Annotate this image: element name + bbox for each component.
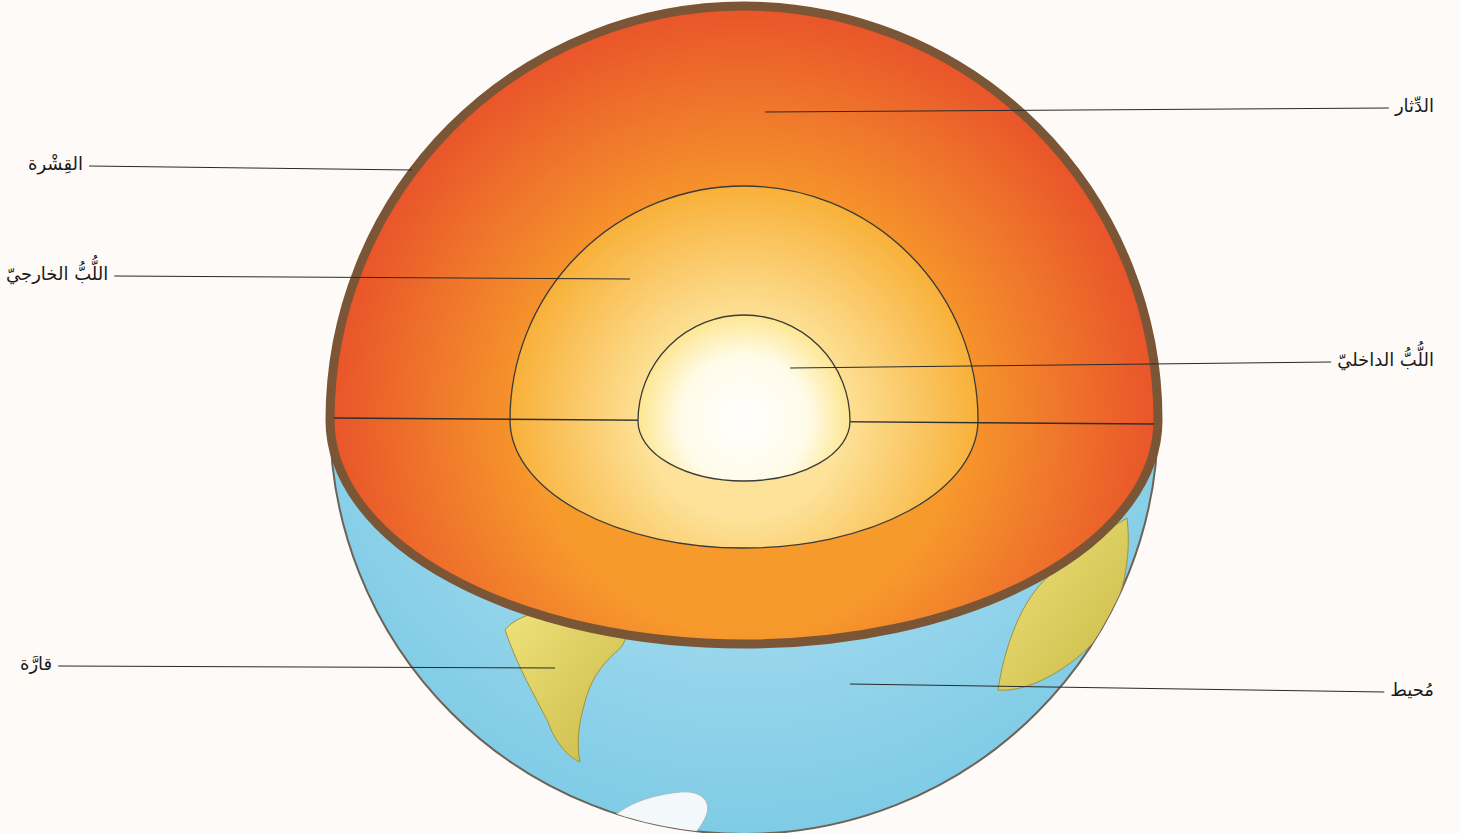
leader-line <box>89 166 412 170</box>
layer-label: الدِّثار <box>1395 94 1434 117</box>
leader-line <box>58 666 555 668</box>
layer-label: اللُّبُّ الداخليّ <box>1337 348 1434 371</box>
ocean-globe <box>330 6 1158 833</box>
layer-label: قارَّة <box>20 652 52 675</box>
layer-label: مُحيط <box>1390 678 1434 701</box>
inner-core-section <box>638 315 850 481</box>
leader-line <box>790 362 1331 368</box>
layer-label: القِشْرة <box>28 152 83 175</box>
leader-line <box>850 684 1384 692</box>
mantle-section <box>330 6 1158 644</box>
leader-line <box>114 276 630 279</box>
leader-line <box>765 108 1389 112</box>
layer-label: اللُّبُّ الخارجيّ <box>6 262 108 285</box>
antarctica-shape <box>598 792 708 833</box>
